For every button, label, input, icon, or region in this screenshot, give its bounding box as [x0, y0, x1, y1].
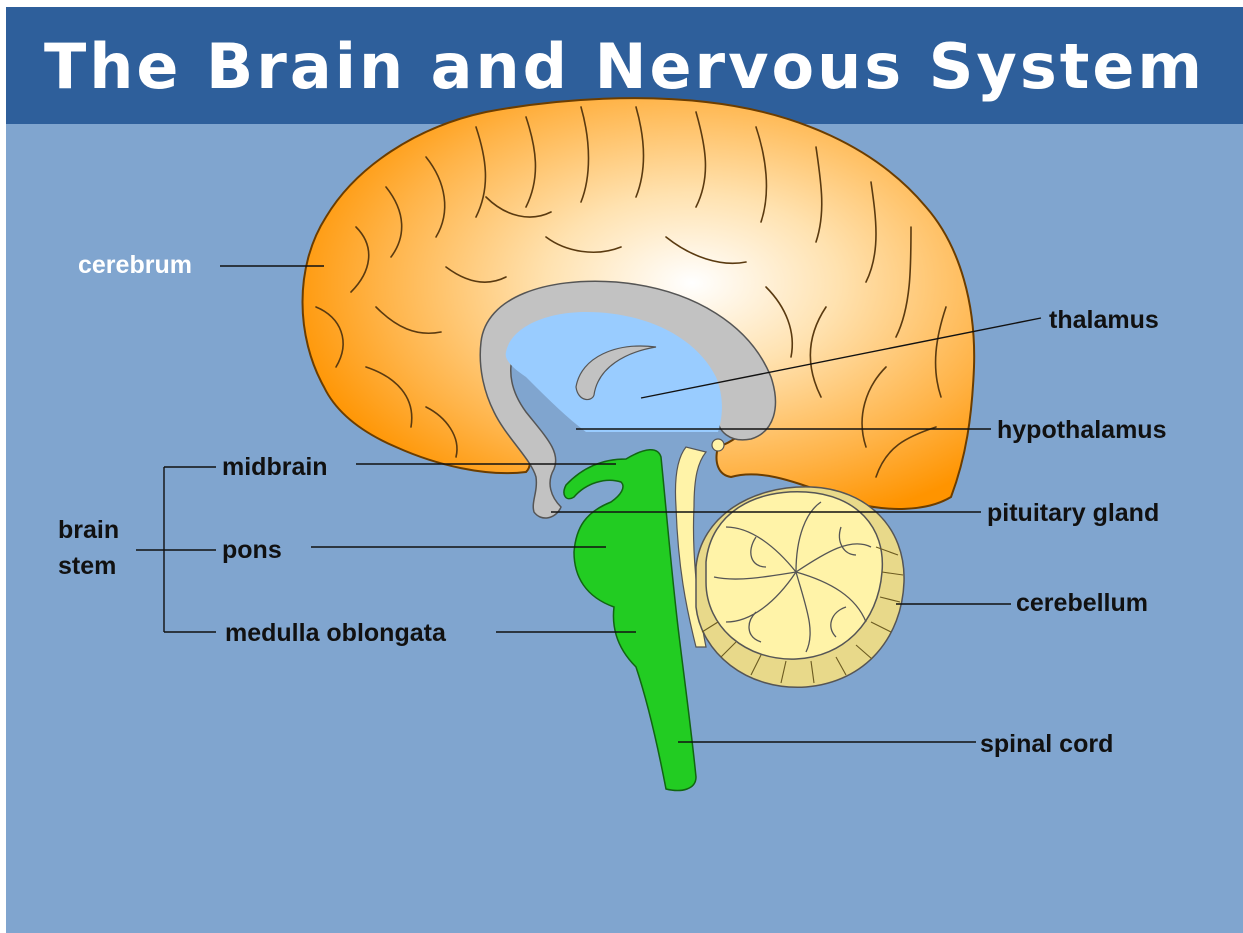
label-spinal-cord: spinal cord — [980, 729, 1113, 759]
pituitary-gland-shape — [712, 439, 724, 451]
label-thalamus: thalamus — [1049, 305, 1159, 335]
label-medulla-oblongata: medulla oblongata — [225, 618, 446, 648]
cerebellum-shape — [696, 487, 904, 687]
label-brain-stem: brain stem — [58, 512, 138, 584]
label-pituitary-gland: pituitary gland — [987, 498, 1159, 528]
diagram-canvas: The Brain and Nervous System — [6, 7, 1243, 933]
label-pons: pons — [222, 535, 282, 565]
label-hypothalamus: hypothalamus — [997, 415, 1166, 445]
label-midbrain: midbrain — [222, 452, 328, 482]
label-cerebrum: cerebrum — [78, 250, 192, 280]
label-cerebellum: cerebellum — [1016, 588, 1148, 618]
brain-illustration — [6, 7, 1243, 933]
